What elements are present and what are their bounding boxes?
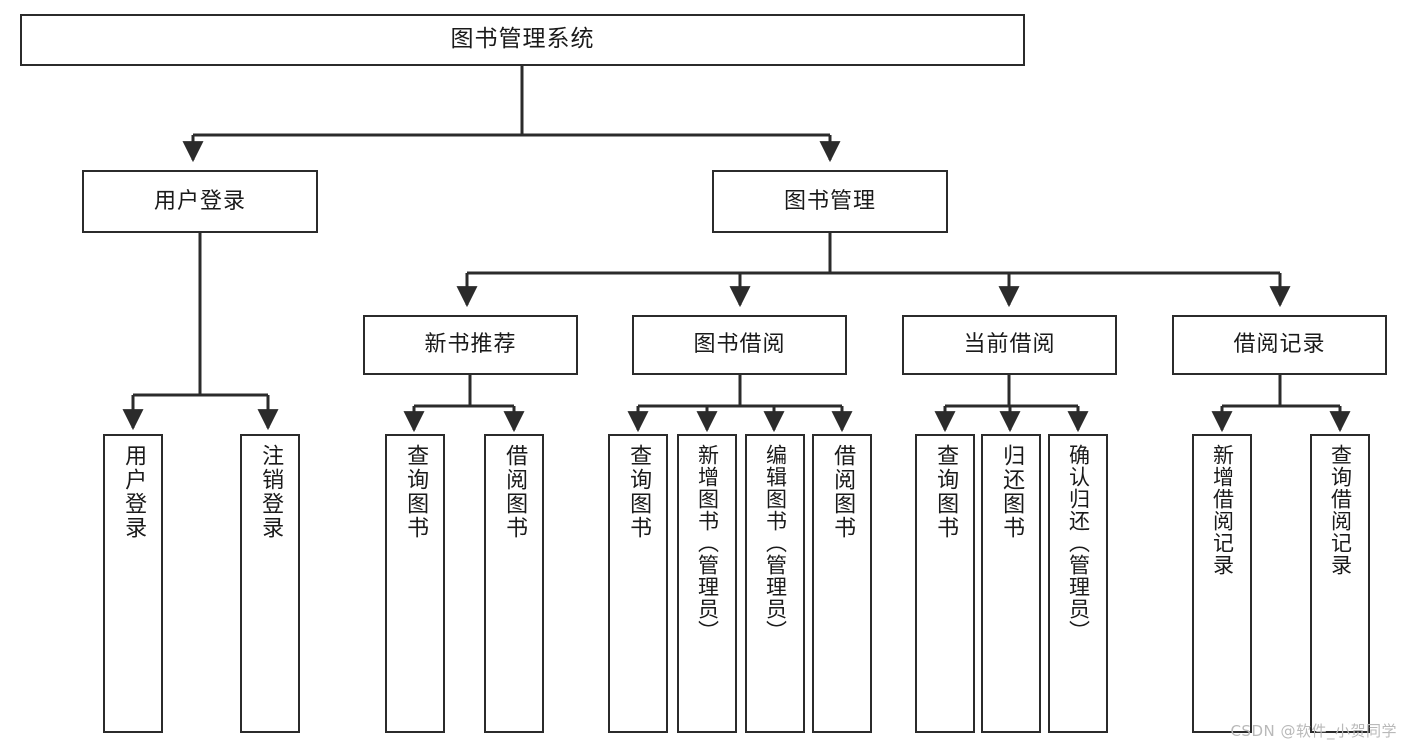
leaf-borrow-book-2[interactable]: 借阅图书 bbox=[812, 434, 872, 733]
leaf-query-book-3-label: 查询图书 bbox=[933, 444, 959, 540]
leaf-query-book-2[interactable]: 查询图书 bbox=[608, 434, 668, 733]
leaf-borrow-book-1-label: 借阅图书 bbox=[502, 444, 528, 540]
leaf-return-book-label: 归还图书 bbox=[999, 444, 1025, 540]
node-user-login-label: 用户登录 bbox=[153, 188, 246, 214]
node-borrow-record-label: 借阅记录 bbox=[1233, 332, 1326, 358]
leaf-user-login-label: 用户登录 bbox=[121, 444, 147, 540]
node-book-management[interactable]: 图书管理 bbox=[712, 170, 948, 233]
node-user-login[interactable]: 用户登录 bbox=[82, 170, 318, 233]
leaf-query-book-3[interactable]: 查询图书 bbox=[915, 434, 975, 733]
leaf-query-book-1-label: 查询图书 bbox=[403, 444, 429, 540]
node-current-borrow-label: 当前借阅 bbox=[963, 332, 1056, 358]
leaf-user-login[interactable]: 用户登录 bbox=[103, 434, 163, 733]
node-borrow-record[interactable]: 借阅记录 bbox=[1172, 315, 1387, 375]
node-book-borrow[interactable]: 图书借阅 bbox=[632, 315, 847, 375]
leaf-add-record[interactable]: 新增借阅记录 bbox=[1192, 434, 1252, 733]
node-root-label: 图书管理系统 bbox=[450, 26, 595, 53]
leaf-add-book-label: 新增图书（管理员） bbox=[695, 444, 720, 642]
leaf-borrow-book-2-label: 借阅图书 bbox=[830, 444, 856, 540]
node-book-borrow-label: 图书借阅 bbox=[693, 332, 786, 358]
node-root[interactable]: 图书管理系统 bbox=[20, 14, 1025, 66]
leaf-query-record[interactable]: 查询借阅记录 bbox=[1310, 434, 1370, 733]
leaf-edit-book-label: 编辑图书（管理员） bbox=[763, 444, 788, 642]
leaf-query-record-label: 查询借阅记录 bbox=[1328, 444, 1353, 576]
leaf-return-book[interactable]: 归还图书 bbox=[981, 434, 1041, 733]
leaf-add-record-label: 新增借阅记录 bbox=[1210, 444, 1235, 576]
leaf-confirm-return[interactable]: 确认归还（管理员） bbox=[1048, 434, 1108, 733]
leaf-confirm-return-label: 确认归还（管理员） bbox=[1066, 444, 1091, 642]
leaf-query-book-1[interactable]: 查询图书 bbox=[385, 434, 445, 733]
node-book-management-label: 图书管理 bbox=[783, 188, 876, 214]
leaf-add-book[interactable]: 新增图书（管理员） bbox=[677, 434, 737, 733]
node-new-book-recommend-label: 新书推荐 bbox=[424, 332, 517, 358]
csdn-watermark: CSDN @软件_小贺同学 bbox=[1230, 722, 1397, 740]
node-current-borrow[interactable]: 当前借阅 bbox=[902, 315, 1117, 375]
node-new-book-recommend[interactable]: 新书推荐 bbox=[363, 315, 578, 375]
leaf-borrow-book-1[interactable]: 借阅图书 bbox=[484, 434, 544, 733]
leaf-edit-book[interactable]: 编辑图书（管理员） bbox=[745, 434, 805, 733]
leaf-logout[interactable]: 注销登录 bbox=[240, 434, 300, 733]
leaf-logout-label: 注销登录 bbox=[258, 444, 284, 540]
leaf-query-book-2-label: 查询图书 bbox=[626, 444, 652, 540]
